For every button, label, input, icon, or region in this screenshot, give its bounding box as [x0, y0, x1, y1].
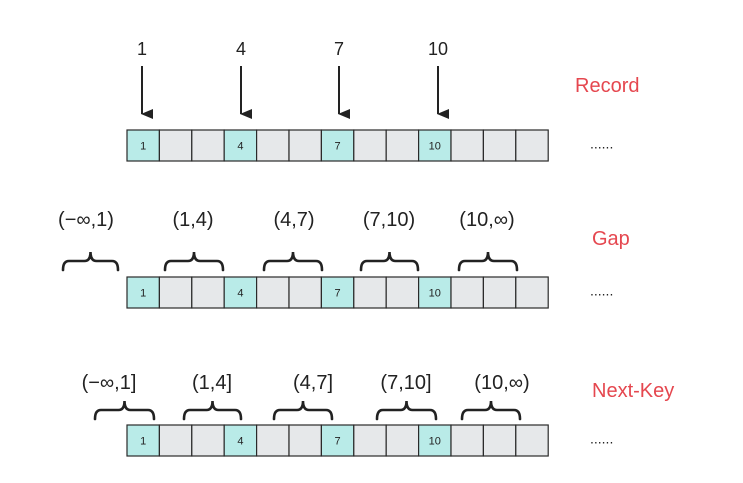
index-cell-value: 1 [140, 288, 146, 300]
next-key-interval-label: (10,∞) [474, 372, 529, 394]
curly-brace-icon [163, 251, 225, 272]
ellipsis: ...... [590, 136, 613, 152]
index-cell [385, 276, 420, 309]
index-cell [191, 129, 225, 162]
index-cell-value: 7 [335, 288, 341, 300]
index-cell [353, 276, 387, 309]
next-key-interval-label: (1,4] [192, 372, 232, 394]
index-cell [223, 424, 258, 457]
index-cell [515, 276, 549, 309]
ellipsis: ...... [590, 431, 613, 447]
curly-brace-icon [375, 400, 438, 421]
index-cell [191, 424, 225, 457]
index-cell [158, 129, 193, 162]
row-label-next-key: Next-Key [592, 380, 674, 402]
index-cell [450, 129, 485, 162]
index-cell [482, 424, 517, 457]
next-key-interval-label: (4,7] [293, 372, 333, 394]
curly-brace-icon [460, 400, 522, 421]
curly-brace-icon [457, 251, 519, 272]
index-cell-value: 10 [429, 141, 441, 153]
index-cell-value: 10 [429, 436, 441, 448]
index-cell [223, 276, 258, 309]
index-cell [256, 424, 290, 457]
curly-brace-icon [359, 251, 420, 272]
gap-interval-label: (1,4) [172, 209, 213, 231]
index-cell [385, 129, 420, 162]
index-cell-value: 7 [335, 141, 341, 153]
index-cell [418, 424, 452, 457]
record-marker-label: 10 [428, 39, 448, 59]
index-cell [450, 276, 485, 309]
index-cell [191, 276, 225, 309]
index-cell [385, 424, 420, 457]
next-key-interval-label: (7,10] [380, 372, 431, 394]
next-key-interval-label: (−∞,1] [82, 372, 137, 394]
index-cell [256, 129, 290, 162]
row-label-record: Record [575, 75, 639, 97]
row-label-gap: Gap [592, 228, 630, 250]
index-cell [158, 276, 193, 309]
index-cell [256, 276, 290, 309]
index-cell [223, 129, 258, 162]
index-cell [353, 424, 387, 457]
index-cell [515, 424, 549, 457]
record-marker-label: 4 [236, 39, 246, 59]
gap-interval-label: (10,∞) [459, 209, 514, 231]
index-cell [158, 424, 193, 457]
index-cell [288, 129, 323, 162]
index-cell-value: 4 [237, 436, 243, 448]
index-cell-value: 1 [140, 141, 146, 153]
curly-brace-icon [93, 400, 156, 421]
curly-brace-icon [262, 251, 324, 272]
index-cell [515, 129, 549, 162]
curly-brace-icon [61, 251, 120, 272]
index-cell [353, 129, 387, 162]
index-cell [418, 129, 452, 162]
record-marker-label: 7 [334, 39, 344, 59]
index-cell [126, 129, 161, 162]
index-cell-value: 4 [237, 288, 243, 300]
index-cell-value: 10 [429, 288, 441, 300]
curly-brace-icon [272, 400, 334, 421]
gap-interval-label: (7,10) [363, 209, 415, 231]
record-marker-label: 1 [137, 39, 147, 59]
index-cell [288, 276, 323, 309]
index-cell-value: 1 [140, 436, 146, 448]
index-cell-value: 4 [237, 141, 243, 153]
ellipsis: ...... [590, 283, 613, 299]
index-cell [320, 129, 355, 162]
gap-interval-label: (−∞,1) [58, 209, 114, 231]
index-cell [482, 129, 517, 162]
index-cell-value: 7 [335, 436, 341, 448]
index-cell [450, 424, 485, 457]
curly-brace-icon [182, 400, 243, 421]
index-cell [288, 424, 323, 457]
index-cell [482, 276, 517, 309]
gap-interval-label: (4,7) [273, 209, 314, 231]
index-cell [320, 424, 355, 457]
